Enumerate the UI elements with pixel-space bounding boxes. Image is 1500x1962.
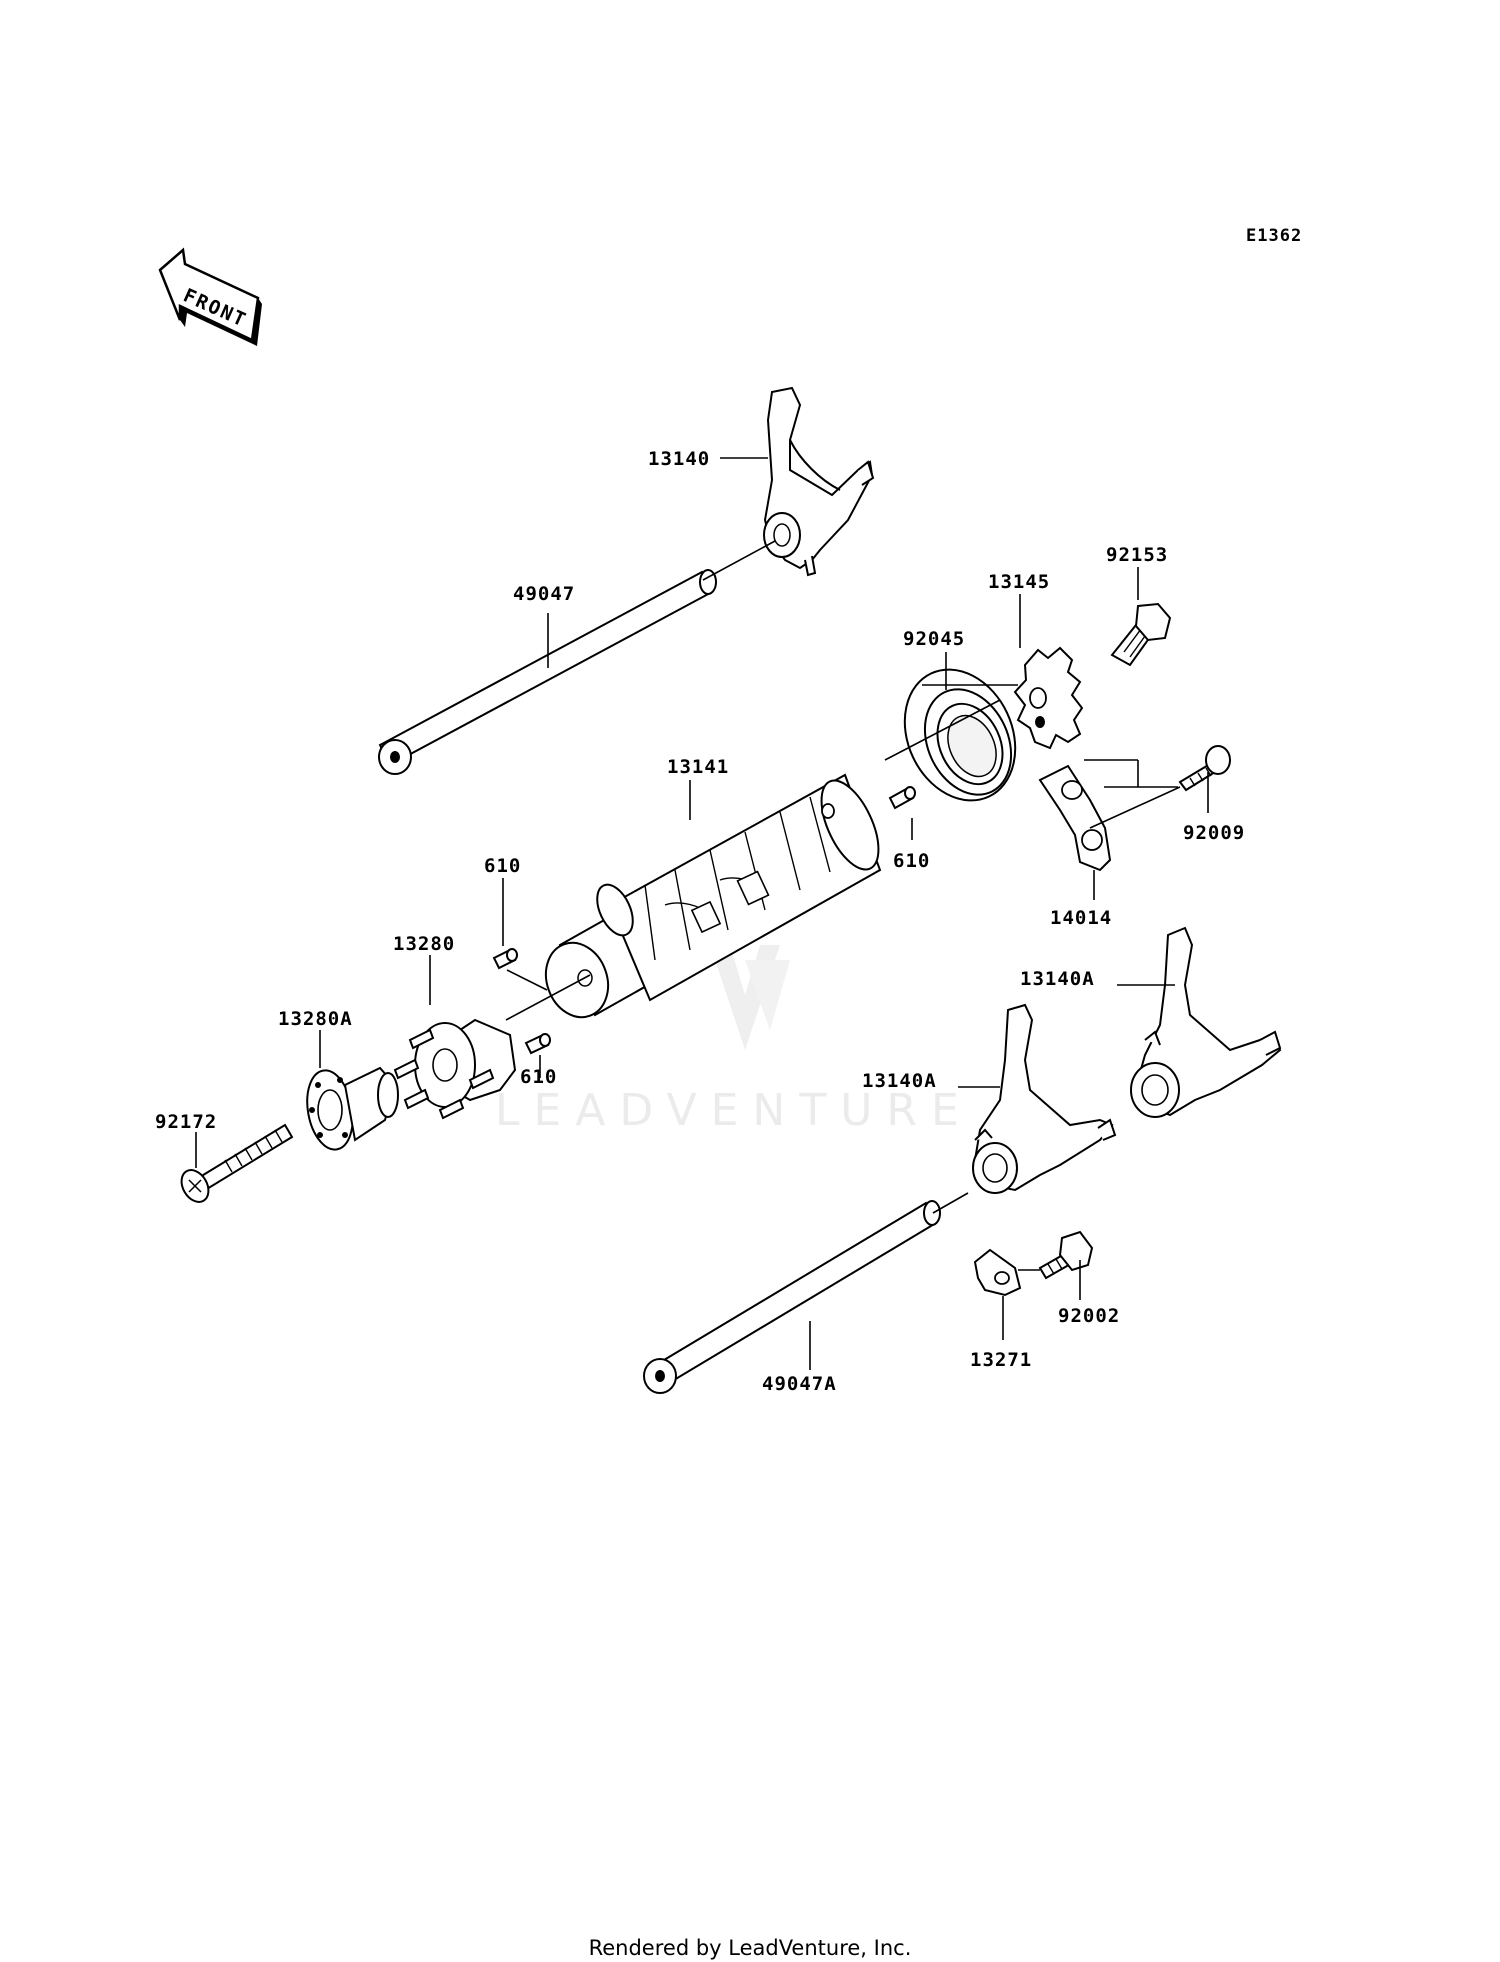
label-92172: 92172 bbox=[155, 1111, 217, 1133]
label-92002: 92002 bbox=[1058, 1305, 1120, 1327]
diagram-code: E1362 bbox=[1246, 226, 1302, 246]
label-610-upper-left: 610 bbox=[484, 855, 521, 877]
label-13280: 13280 bbox=[393, 933, 455, 955]
front-arrow-icon: FRONT bbox=[158, 247, 262, 346]
label-13280A: 13280A bbox=[278, 1008, 353, 1030]
label-13140A-front: 13140A bbox=[862, 1070, 937, 1092]
leader-lines bbox=[195, 457, 1209, 1370]
pin-610-lower bbox=[524, 1033, 551, 1055]
screw-92002 bbox=[1038, 1230, 1094, 1280]
label-92045: 92045 bbox=[903, 628, 965, 650]
shift-fork-13140A-front bbox=[972, 1003, 1117, 1194]
bolt-92153 bbox=[1110, 602, 1172, 667]
label-49047A: 49047A bbox=[762, 1373, 837, 1395]
footer-credit: Rendered by LeadVenture, Inc. bbox=[588, 1936, 912, 1960]
watermark: LEADVENTURE bbox=[495, 945, 973, 1136]
pin-plate-13280A bbox=[306, 1066, 399, 1151]
shaft-49047A bbox=[643, 1200, 941, 1394]
label-13141: 13141 bbox=[667, 756, 729, 778]
positioning-plate-13145 bbox=[1013, 646, 1084, 750]
label-13145: 13145 bbox=[988, 571, 1050, 593]
shaft-49047 bbox=[378, 569, 717, 775]
label-92153: 92153 bbox=[1106, 544, 1168, 566]
shift-fork-13140 bbox=[763, 386, 875, 577]
label-610-right: 610 bbox=[893, 850, 930, 872]
label-49047: 49047 bbox=[513, 583, 575, 605]
label-92009: 92009 bbox=[1183, 822, 1245, 844]
label-610-lower: 610 bbox=[520, 1066, 557, 1088]
label-13140A-rear: 13140A bbox=[1020, 968, 1095, 990]
label-13140: 13140 bbox=[648, 448, 710, 470]
bolt-92172 bbox=[180, 1123, 294, 1203]
label-14014: 14014 bbox=[1050, 907, 1112, 929]
pin-610-upper-left bbox=[492, 948, 518, 970]
shift-fork-13140A-rear bbox=[1130, 926, 1282, 1118]
bracket-14014 bbox=[1038, 764, 1112, 872]
shift-drum-13141 bbox=[544, 773, 882, 1019]
part-labels: 13140 49047 13145 92153 92045 13141 610 … bbox=[155, 448, 1245, 1395]
bearing-92045 bbox=[903, 668, 1017, 802]
pin-610-upper-right bbox=[888, 786, 916, 810]
pin-holder-13280 bbox=[393, 1018, 517, 1120]
guide-13271 bbox=[973, 1248, 1022, 1297]
label-13271: 13271 bbox=[970, 1349, 1032, 1371]
watermark-text: LEADVENTURE bbox=[495, 1085, 973, 1136]
screw-92009 bbox=[1178, 745, 1231, 792]
